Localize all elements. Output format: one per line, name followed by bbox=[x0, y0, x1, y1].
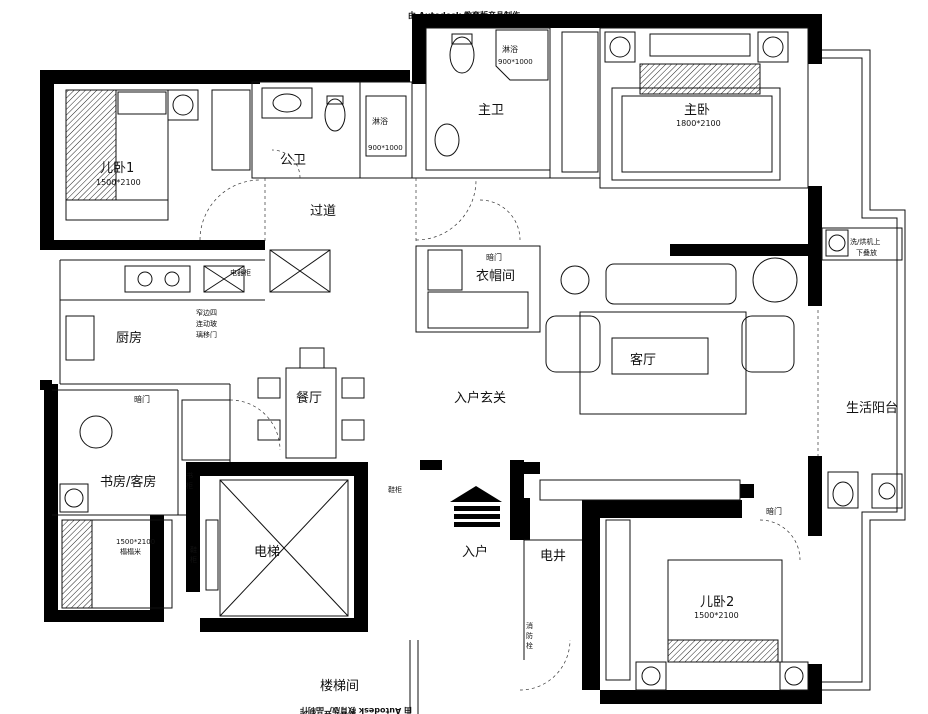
master-size: 1800*2100 bbox=[676, 119, 721, 128]
entrance-label: 入户 bbox=[462, 544, 488, 560]
bedroom2-label: 儿卧2 bbox=[700, 595, 734, 610]
partitions bbox=[52, 27, 906, 714]
balcony-label: 生活阳台 bbox=[846, 401, 898, 416]
hidden-door-1: 暗门 bbox=[486, 252, 502, 262]
shower1-size: 900*1000 bbox=[368, 144, 403, 152]
master-bedroom-label: 主卧 bbox=[684, 103, 710, 118]
furniture bbox=[59, 29, 903, 691]
bookcase-note: 书柜 bbox=[186, 471, 193, 490]
fire-hydrant-note: 消防栓 bbox=[526, 621, 533, 650]
kitchen-label: 厨房 bbox=[116, 330, 142, 346]
walls bbox=[40, 14, 822, 704]
shower2-size: 900*1000 bbox=[498, 58, 533, 66]
hidden-door-3: 暗门 bbox=[766, 506, 782, 516]
dryer-note: 洗/烘机上下叠放 bbox=[850, 237, 880, 257]
corridor-label: 过道 bbox=[310, 204, 336, 219]
shower1-label: 淋浴 bbox=[372, 116, 388, 126]
appliance-cabinet: 电器柜 bbox=[230, 268, 251, 277]
dining-label: 餐厅 bbox=[296, 390, 322, 406]
elevator-label: 电梯 bbox=[254, 545, 280, 560]
public-bath-label: 公卫 bbox=[280, 153, 306, 168]
electric-shaft-label: 电井 bbox=[540, 549, 566, 564]
shoe-cabinet-label: 鞋柜 bbox=[388, 485, 402, 494]
hidden-door-2: 暗门 bbox=[134, 394, 150, 404]
cloakroom-label: 衣帽间 bbox=[476, 268, 515, 284]
room-labels: 儿卧1 1500*2100 公卫 淋浴 900*1000 主卫 淋浴 900*1… bbox=[96, 44, 898, 694]
bedroom1-label: 儿卧1 bbox=[100, 161, 134, 176]
glass-door-note: 窄边四连动玻璃移门 bbox=[196, 308, 217, 339]
door-swings bbox=[199, 149, 819, 691]
bedroom2-size: 1500*2100 bbox=[694, 611, 739, 620]
bedroom1-size: 1500*2100 bbox=[96, 178, 141, 187]
shoe-cabinet-note: 鞋柜 bbox=[190, 545, 197, 564]
shower2-label: 淋浴 bbox=[502, 44, 518, 54]
study-label: 书房/客房 bbox=[100, 474, 156, 490]
living-room-label: 客厅 bbox=[630, 352, 656, 368]
entrance-hall-label: 入户玄关 bbox=[454, 390, 506, 406]
watermark-bottom: 由 Autodesk 教育版产品制作 bbox=[300, 706, 412, 714]
stairwell-label: 楼梯间 bbox=[320, 679, 359, 694]
master-bath-label: 主卫 bbox=[478, 103, 504, 118]
